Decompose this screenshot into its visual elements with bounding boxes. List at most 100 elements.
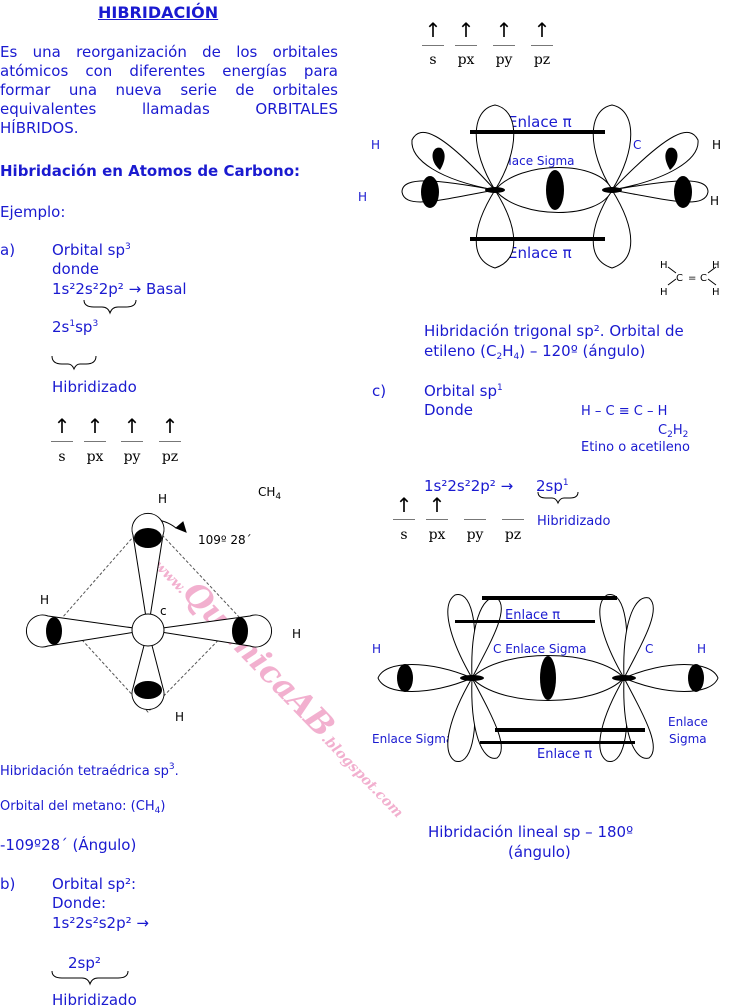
carbon-heading: Hibridación en Atomos de Carbono:: [0, 162, 300, 180]
sp3-hybrid: 2s1sp3: [52, 318, 99, 336]
sp1-line-s: [393, 519, 415, 520]
struct-h-tr: H: [712, 260, 720, 271]
ch4-h-top: H: [158, 492, 168, 506]
sp2-orbital-s: s: [429, 52, 437, 68]
sp1-line-py: [464, 519, 486, 520]
sp1-hybrid: 2sp1: [536, 477, 569, 495]
intro-paragraph: Es una reorganización de los orbitales a…: [0, 43, 338, 137]
page-title: HIBRIDACIÓN: [98, 3, 219, 22]
sp3-orbital-px: px: [86, 449, 104, 465]
sp2-hibridizado: Hibridizado: [52, 991, 137, 1008]
watermark: www.QuimicaAB.blogspot.com: [150, 557, 406, 822]
ethylene-pi-bottom: Enlace π: [508, 244, 572, 262]
sp1-orbital-s: s: [400, 527, 408, 543]
acetylene-pi-bottom: Enlace π: [537, 747, 593, 762]
sp3-caption-2: Orbital del metano: (CH4): [0, 799, 166, 816]
sp1-line-pz: [502, 519, 524, 520]
ch4-h-bottom: H: [175, 710, 185, 724]
struct-h-tl: H: [660, 260, 668, 271]
sp2-caption-1: Hibridación trigonal sp². Orbital de: [424, 322, 684, 340]
acetylene-pi-top: Enlace π: [505, 608, 561, 623]
ethylene-h-tl: H: [371, 138, 381, 152]
sp1-donde: Donde: [424, 401, 473, 419]
sp2-donde: Donde:: [52, 894, 107, 912]
ethylene-c-sigma: C Enlace Sigma: [481, 154, 575, 168]
sp3-caption-3: -109º28´ (Ángulo): [0, 836, 137, 854]
acetylene-c-sigma: C Enlace Sigma: [493, 642, 587, 656]
ethylene-h-tr: H: [712, 138, 722, 152]
struct-eq: =: [688, 273, 697, 284]
sp1-hibridizado: Hibridizado: [537, 514, 611, 529]
sp1-caption-1: Hibridación lineal sp – 180º: [428, 823, 634, 841]
sp3-orbital-pz: pz: [161, 449, 179, 465]
sp1-line-px: [426, 519, 448, 520]
sp1-orbital-pz: pz: [504, 527, 522, 543]
acetylene-formula: H – C ≡ C – H: [581, 404, 668, 419]
struct-h-bl: H: [660, 287, 668, 298]
acetylene-formula-2: C2H2: [658, 423, 689, 440]
ethylene-h-bl: H: [358, 190, 368, 204]
acetylene-sigma-left: Enlace Sigma: [372, 732, 454, 746]
sp2-caption-2: etileno (C2H4) – 120º (ángulo): [424, 342, 646, 362]
sp2-line-py: [493, 45, 515, 46]
struct-c1: C: [676, 273, 683, 284]
sp2-line-px: [455, 45, 477, 46]
acetylene-sigma-right-2: Sigma: [669, 732, 707, 746]
sp3-orbital-label: Orbital sp3: [52, 241, 131, 259]
sp3-marker: a): [0, 241, 16, 259]
ch4-h-left: H: [40, 593, 50, 607]
sp2-orbital-px: px: [457, 52, 475, 68]
ethylene-c-right: C: [633, 138, 642, 152]
example-label: Ejemplo:: [0, 203, 66, 221]
sp3-line-s: [51, 441, 73, 442]
sp2-arrow-py: ↑: [495, 18, 513, 42]
sp1-config: 1s²2s²2p² →: [424, 477, 514, 495]
sp3-donde: donde: [52, 260, 99, 278]
ch4-formula: CH4: [258, 485, 282, 502]
struct-h-br: H: [712, 287, 720, 298]
sp2-line-pz: [531, 45, 553, 46]
ethylene-h-br: H: [710, 194, 720, 208]
sp2-orbital-pz: pz: [533, 52, 551, 68]
struct-c2: C: [700, 273, 707, 284]
ch4-h-right: H: [292, 627, 302, 641]
sp3-hibridizado: Hibridizado: [52, 378, 137, 396]
sp2-hybrid: 2sp²: [68, 954, 101, 972]
sp2-orbital-label: Orbital sp²:: [52, 875, 137, 893]
ch4-angle: 109º 28´: [198, 533, 252, 547]
sp3-arrow-py: ↑: [123, 414, 141, 438]
acetylene-c-right: C: [645, 642, 654, 656]
basal-brace: [83, 299, 137, 315]
sp1-caption-2: (ángulo): [508, 843, 571, 861]
sp1-orbital-label: Orbital sp1: [424, 382, 503, 400]
sp1-orbital-px: px: [428, 527, 446, 543]
sp3-arrow-pz: ↑: [161, 414, 179, 438]
sp2-marker: b): [0, 875, 16, 893]
hibridizado-brace-sp3: [51, 355, 97, 371]
sp2-orbital-py: py: [495, 52, 513, 68]
sp1-orbital-py: py: [466, 527, 484, 543]
acetylene-sigma-right-1: Enlace: [668, 715, 708, 729]
sp2-config: 1s²2s²s2p² →: [52, 914, 149, 932]
ethylene-pi-top: Enlace π: [508, 113, 572, 131]
sp3-orbital-py: py: [123, 449, 141, 465]
sp1-arrow-s: ↑: [395, 493, 413, 517]
sp1-arrow-px: ↑: [428, 493, 446, 517]
sp3-arrow-px: ↑: [86, 414, 104, 438]
acetylene-name: Etino o acetileno: [581, 440, 690, 455]
sp3-line-px: [84, 441, 106, 442]
acetylene-h-left: H: [372, 642, 382, 656]
sp2-arrow-pz: ↑: [533, 18, 551, 42]
sp3-orbital-s: s: [58, 449, 66, 465]
sp3-line-pz: [159, 441, 181, 442]
sp3-config: 1s²2s²2p² → Basal: [52, 280, 187, 298]
sp3-caption-1: Hibridación tetraédrica sp3.: [0, 762, 179, 780]
sp2-arrow-px: ↑: [457, 18, 475, 42]
sp2-arrow-s: ↑: [424, 18, 442, 42]
sp3-arrow-s: ↑: [53, 414, 71, 438]
sp3-line-py: [121, 441, 143, 442]
acetylene-h-right: H: [697, 642, 707, 656]
sp2-line-s: [422, 45, 444, 46]
